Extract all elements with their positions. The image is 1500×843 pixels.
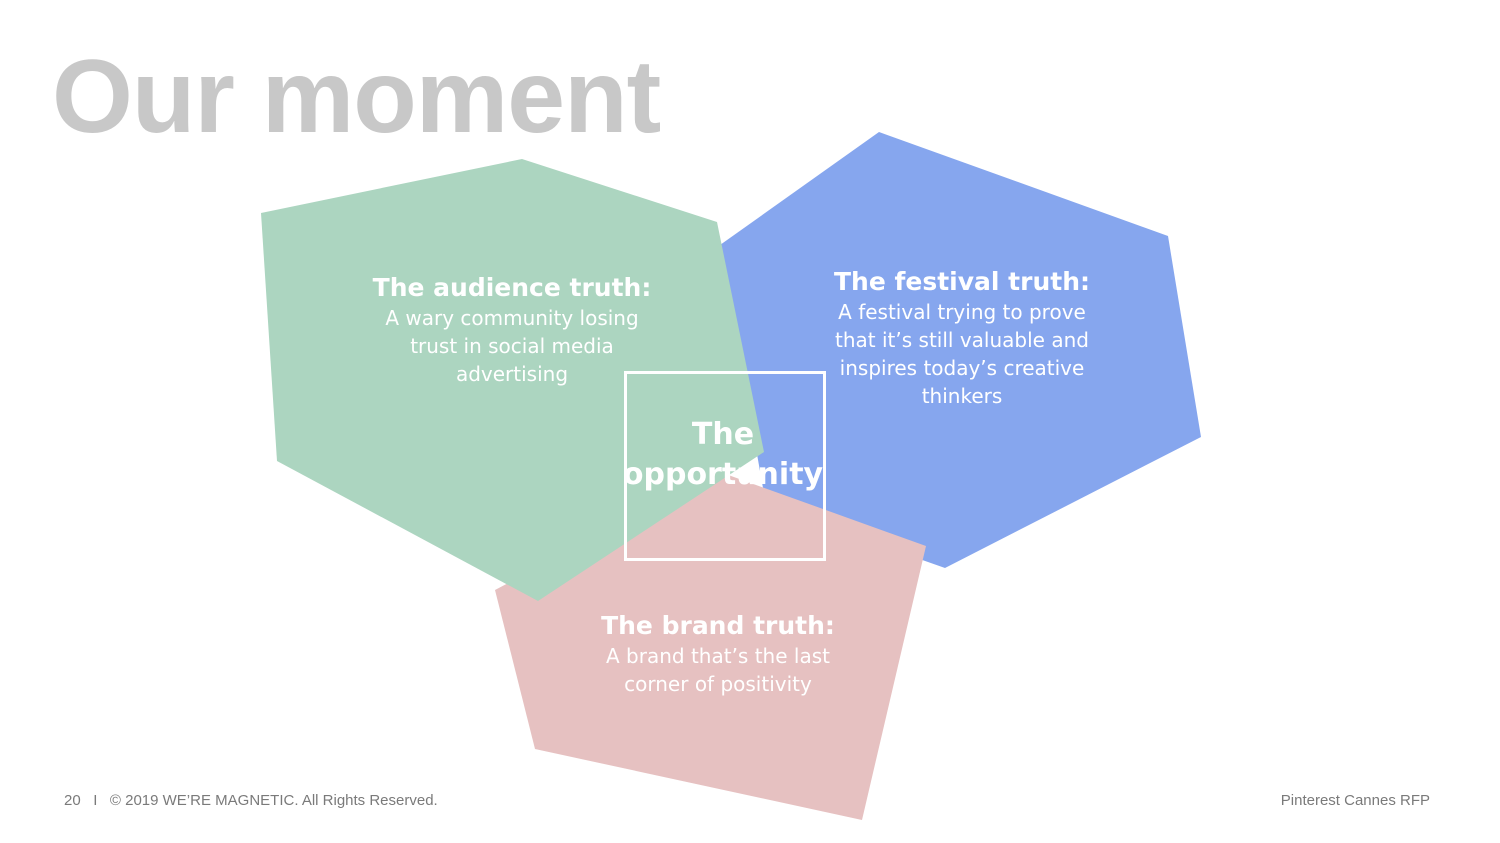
opportunity-label: The opportunity [612, 415, 834, 495]
footer-project-name: Pinterest Cannes RFP [1280, 792, 1430, 809]
footer-copyright: 20 I © 2019 WE’RE MAGNETIC. All Rights R… [64, 792, 438, 809]
opportunity-box [624, 371, 826, 561]
festival-truth-line: A festival trying to prove [838, 300, 1086, 324]
audience-truth-line: advertising [455, 362, 569, 386]
brand-truth-line: corner of positivity [624, 672, 812, 696]
footer-separator: I [93, 792, 98, 809]
festival-shape [720, 132, 1201, 568]
festival-truth-line: inspires today’s creative [839, 356, 1085, 380]
festival-truth-text: A festival trying to prove that it’s sti… [812, 298, 1112, 410]
opportunity-line: The [691, 417, 755, 452]
brand-truth-text: A brand that’s the last corner of positi… [568, 642, 868, 698]
audience-truth-text: A wary community losing trust in social … [352, 304, 672, 388]
opportunity-line: opportunity [622, 457, 824, 492]
audience-truth: The audience truth: A wary community los… [352, 272, 672, 388]
copyright-text: © 2019 WE’RE MAGNETIC. All Rights Reserv… [109, 792, 438, 809]
audience-truth-line: trust in social media [410, 334, 614, 358]
brand-truth-heading: The brand truth: [601, 611, 835, 640]
audience-truth-heading: The audience truth: [372, 273, 652, 302]
festival-truth-line: that it’s still valuable and [835, 328, 1089, 352]
festival-truth: The festival truth: A festival trying to… [812, 266, 1112, 410]
festival-truth-heading: The festival truth: [833, 267, 1090, 296]
brand-truth-line: A brand that’s the last [606, 644, 830, 668]
festival-truth-line: thinkers [921, 384, 1003, 408]
brand-truth: The brand truth: A brand that’s the last… [568, 610, 868, 698]
audience-truth-line: A wary community losing [385, 306, 639, 330]
audience-shape [261, 159, 764, 601]
slide-title: Our moment [52, 39, 661, 155]
page-number: 20 [64, 792, 81, 809]
